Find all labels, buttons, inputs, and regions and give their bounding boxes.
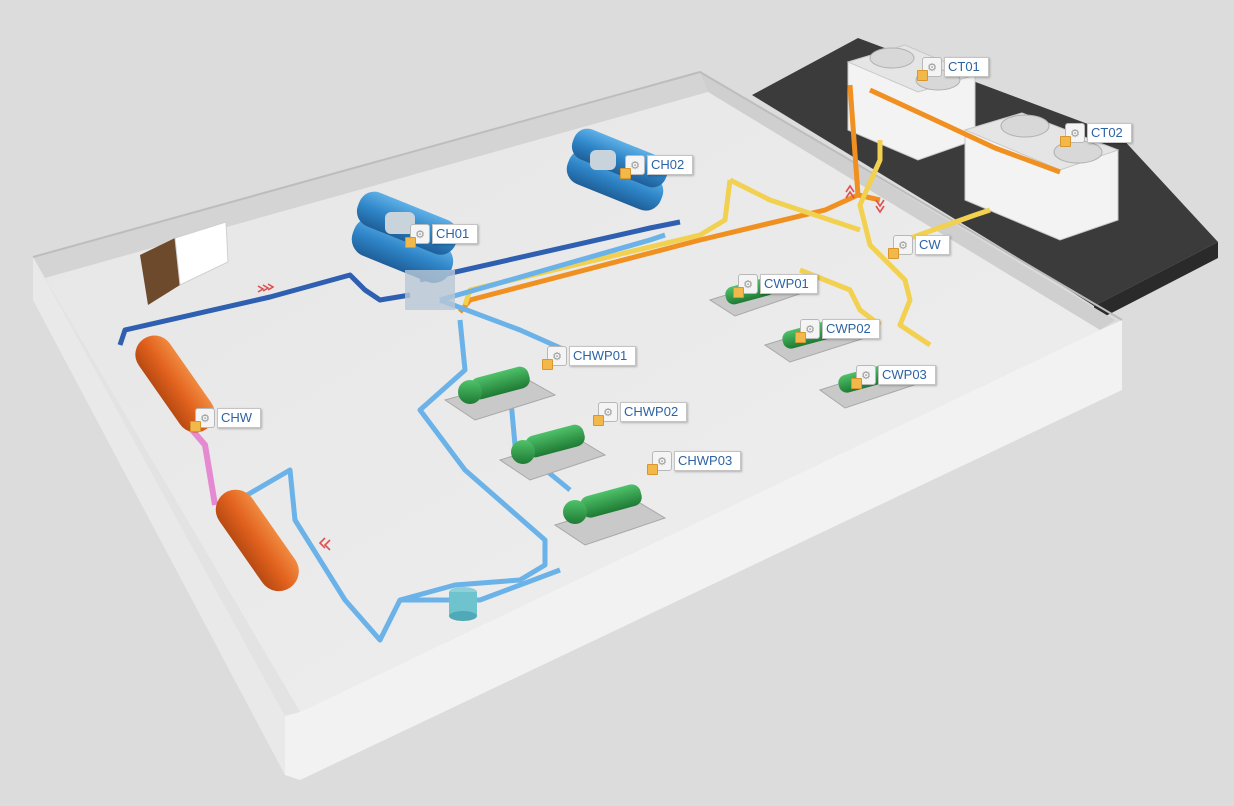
- equipment-tag-chwp03[interactable]: ⚙CHWP03: [647, 450, 742, 475]
- front-wall: [285, 320, 1122, 780]
- equipment-tag-ch01[interactable]: ⚙CH01: [405, 223, 479, 248]
- status-marker-icon: [1060, 136, 1071, 147]
- condenser-return-pipe: [462, 140, 991, 348]
- equipment-tag-ct01[interactable]: ⚙CT01: [917, 56, 989, 81]
- chilled-return-pipe: [228, 232, 666, 643]
- equipment-tag-cwp03[interactable]: ⚙CWP03: [851, 364, 936, 389]
- pump-chwp03: [553, 484, 667, 546]
- status-marker-icon: [917, 70, 928, 81]
- settings-icon[interactable]: ⚙: [888, 235, 913, 259]
- settings-icon[interactable]: ⚙: [593, 402, 618, 426]
- equipment-tag-cwp02[interactable]: ⚙CWP02: [795, 318, 880, 343]
- settings-icon[interactable]: ⚙: [917, 57, 942, 81]
- filter-vessel: [449, 587, 477, 621]
- equipment-tag-label[interactable]: CT02: [1087, 123, 1132, 143]
- settings-icon[interactable]: ⚙: [851, 365, 876, 389]
- equipment-tag-cwp01[interactable]: ⚙CWP01: [733, 273, 818, 298]
- status-marker-icon: [542, 359, 553, 370]
- equipment-tag-label[interactable]: CWP01: [760, 274, 818, 294]
- equipment-tag-ct02[interactable]: ⚙CT02: [1060, 122, 1132, 147]
- settings-icon[interactable]: ⚙: [733, 274, 758, 298]
- settings-icon[interactable]: ⚙: [647, 451, 672, 475]
- settings-icon[interactable]: ⚙: [795, 319, 820, 343]
- chilled-supply-pipe: [117, 219, 681, 346]
- equipment-tag-label[interactable]: CH02: [647, 155, 694, 175]
- equipment-tag-label[interactable]: CT01: [944, 57, 989, 77]
- door: [140, 238, 180, 305]
- door-opening: [174, 221, 229, 286]
- settings-icon[interactable]: ⚙: [405, 224, 430, 248]
- equipment-tag-ch02[interactable]: ⚙CH02: [620, 154, 694, 179]
- equipment-tag-label[interactable]: CW: [915, 235, 950, 255]
- pump-chwp01: [443, 366, 557, 421]
- settings-icon[interactable]: ⚙: [1060, 123, 1085, 147]
- settings-icon[interactable]: ⚙: [190, 408, 215, 432]
- equipment-tag-label[interactable]: CHWP03: [674, 451, 742, 471]
- settings-icon[interactable]: ⚙: [620, 155, 645, 179]
- pump-chwp02: [498, 424, 607, 481]
- equipment-tag-chw[interactable]: ⚙CHW: [190, 407, 262, 432]
- chilled-water-header-upper: [135, 335, 215, 433]
- status-marker-icon: [620, 168, 631, 179]
- equipment-tag-cw[interactable]: ⚙CW: [888, 234, 950, 259]
- status-marker-icon: [851, 378, 862, 389]
- equipment-tag-label[interactable]: CHWP02: [620, 402, 688, 422]
- flow-arrows: [257, 184, 885, 551]
- left-wall-outer: [33, 257, 285, 775]
- status-marker-icon: [190, 421, 201, 432]
- status-marker-icon: [593, 415, 604, 426]
- equipment-tag-label[interactable]: CWP03: [878, 365, 936, 385]
- wall-top-edge: [32, 70, 1123, 321]
- status-marker-icon: [405, 237, 416, 248]
- status-marker-icon: [795, 332, 806, 343]
- equipment-tag-label[interactable]: CWP02: [822, 319, 880, 339]
- outdoor-deck-edge: [1094, 242, 1218, 322]
- back-wall: [33, 72, 708, 278]
- equipment-tag-chwp01[interactable]: ⚙CHWP01: [542, 345, 637, 370]
- equipment-tag-label[interactable]: CH01: [432, 224, 479, 244]
- chilled-water-header-lower: [215, 489, 299, 592]
- equipment-tag-chwp02[interactable]: ⚙CHWP02: [593, 401, 688, 426]
- status-marker-icon: [888, 248, 899, 259]
- cooling-tower-ct02: [963, 112, 1120, 241]
- status-marker-icon: [647, 464, 658, 475]
- left-wall-inner: [33, 257, 300, 716]
- right-wall-inner: [700, 72, 1115, 330]
- status-marker-icon: [733, 287, 744, 298]
- floor: [45, 92, 1100, 712]
- settings-icon[interactable]: ⚙: [542, 346, 567, 370]
- equipment-tag-label[interactable]: CHWP01: [569, 346, 637, 366]
- equipment-tag-label[interactable]: CHW: [217, 408, 262, 428]
